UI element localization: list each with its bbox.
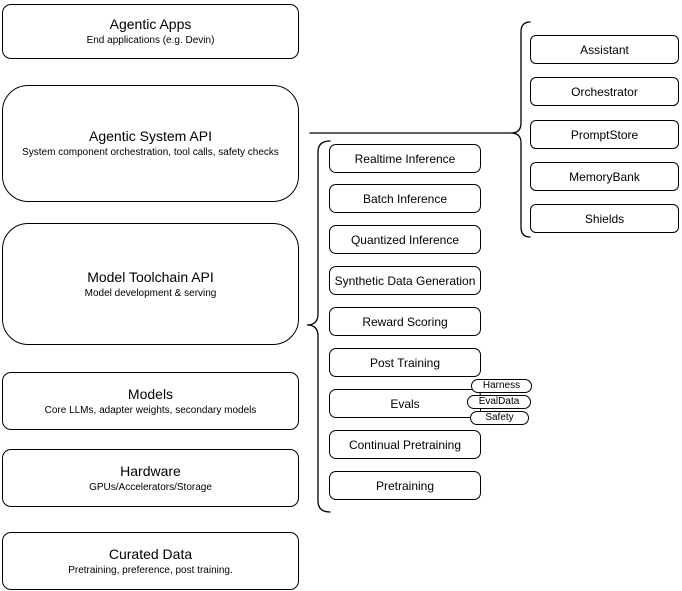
node-title: Model Toolchain API [87, 268, 214, 285]
node-batch-inference: Batch Inference [329, 184, 481, 213]
node-title: Models [127, 385, 174, 402]
node-pretraining: Pretraining [329, 471, 481, 500]
node-synthetic-data-generation: Synthetic Data Generation [329, 266, 481, 295]
node-quantized-inference: Quantized Inference [329, 225, 481, 254]
node-promptstore: PromptStore [530, 120, 679, 149]
node-title: Agentic System API [89, 128, 212, 144]
node-continual-pretraining: Continual Pretraining [329, 430, 481, 459]
node-subtitle: System component orchestration, tool cal… [22, 147, 279, 158]
node-subtitle: GPUs/Accelerators/Storage [89, 481, 212, 493]
node-shields: Shields [530, 204, 679, 233]
node-evals: Evals [329, 389, 481, 418]
node-subtitle: End applications (e.g. Devin) [86, 35, 215, 46]
node-agentic-apps: Agentic Apps End applications (e.g. Devi… [2, 4, 299, 59]
node-assistant: Assistant [530, 35, 679, 64]
node-curated-data: Curated Data Pretraining, preference, po… [2, 532, 299, 590]
node-subtitle: Core LLMs, adapter weights, secondary mo… [44, 404, 257, 416]
node-agentic-system-api: Agentic System API System component orch… [2, 85, 299, 202]
pill-harness: Harness [471, 379, 532, 393]
pill-safety: Safety [470, 411, 529, 425]
node-models: Models Core LLMs, adapter weights, secon… [2, 372, 299, 430]
pill-evaldata: EvalData [467, 395, 531, 409]
node-hardware: Hardware GPUs/Accelerators/Storage [2, 449, 299, 507]
toolchain-brace [306, 140, 331, 513]
node-memorybank: MemoryBank [530, 162, 679, 191]
node-post-training: Post Training [329, 348, 481, 377]
system-components-brace [510, 21, 531, 238]
node-title: Agentic Apps [109, 16, 192, 32]
node-title: Curated Data [108, 545, 193, 562]
node-title: Hardware [120, 462, 181, 479]
node-orchestrator: Orchestrator [530, 77, 679, 106]
node-realtime-inference: Realtime Inference [329, 144, 481, 173]
node-reward-scoring: Reward Scoring [329, 307, 481, 336]
node-model-toolchain-api: Model Toolchain API Model development & … [2, 223, 299, 345]
node-subtitle: Pretraining, preference, post training. [68, 564, 233, 576]
node-subtitle: Model development & serving [84, 287, 217, 299]
